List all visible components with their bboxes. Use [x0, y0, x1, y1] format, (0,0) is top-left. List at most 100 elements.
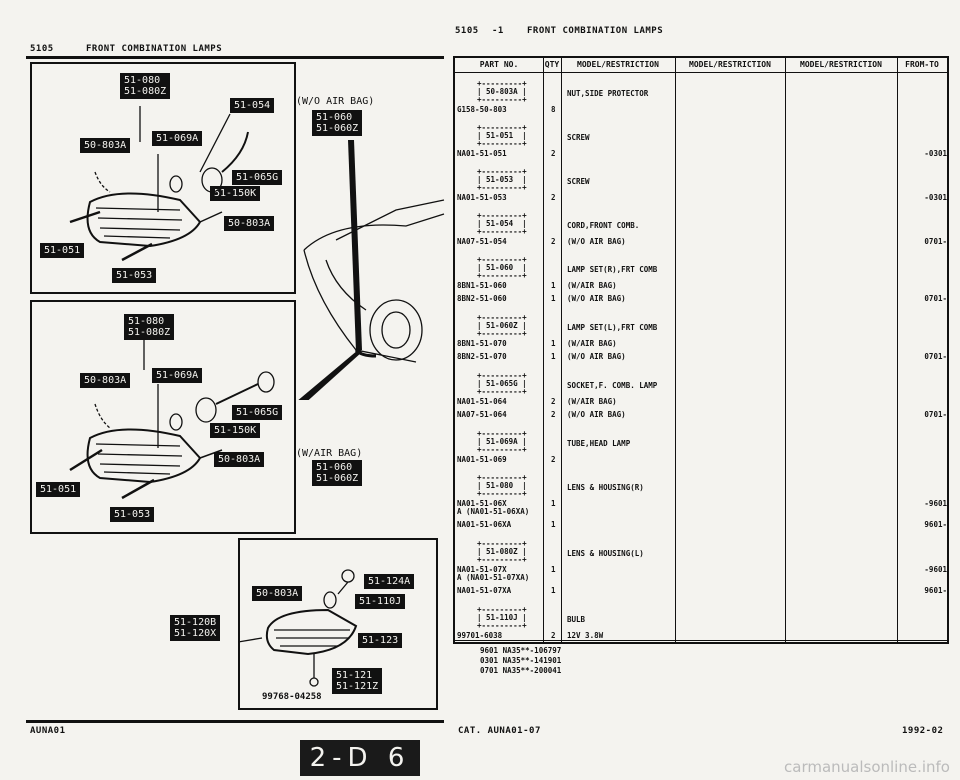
col-header-model-1: MODEL/RESTRICTION [577, 60, 659, 69]
diagram-panel-3 [238, 538, 438, 710]
label-51-121z: 51-121Z [336, 681, 379, 692]
alt-part: A (NA01-51-06XA) [457, 507, 530, 516]
label-51-060z: 51-060Z [316, 123, 359, 134]
label-51-060-group-1: 51-060 51-060Z [312, 110, 363, 136]
from-to-2: 9601- [924, 520, 947, 529]
label-51-080z-2: 51-080Z [128, 327, 171, 338]
label-51-054: 51-054 [230, 98, 275, 113]
part-number-2: NA01-51-06XA [457, 520, 512, 529]
label-51-123: 51-123 [358, 633, 403, 648]
watermark: carmanualsonline.info [784, 758, 950, 776]
from-to-2: 9601- [924, 586, 947, 595]
label-50-803a-right-2: 50-803A [214, 452, 265, 467]
qty: 1 [551, 565, 556, 574]
diagram-panel-1 [30, 62, 296, 294]
from-to: -0301 [924, 149, 947, 158]
description: LAMP SET(L),FRT COMB [567, 323, 658, 332]
car-drawing [298, 140, 445, 400]
qty: 1 [551, 339, 556, 348]
description-2: (W/AIR BAG) [567, 339, 617, 348]
qty: 2 [551, 397, 556, 406]
col-divider [561, 58, 562, 642]
col-header-qty: QTY [544, 60, 560, 69]
lamp-drawing-1 [69, 106, 249, 262]
from-to: -9601 [924, 499, 947, 508]
description-3: (W/O AIR BAG) [567, 352, 626, 361]
note-w-airbag: (W/AIR BAG) [296, 448, 363, 459]
label-51-121-group: 51-121 51-121Z [332, 668, 383, 694]
left-header-code: 5105 [30, 44, 54, 54]
footer-date: 1992-02 [902, 726, 944, 736]
diagram-panel-2 [30, 300, 296, 534]
description: CORD,FRONT COMB. [567, 221, 640, 230]
label-50-803a-right: 50-803A [224, 216, 275, 231]
part-number: NA01-51-07X [457, 565, 507, 574]
ref-box: +---------+ | 51-080Z | +---------+ [477, 539, 527, 564]
description-2: (W/O AIR BAG) [567, 237, 626, 246]
label-51-053: 51-053 [112, 268, 157, 283]
label-51-124a: 51-124A [364, 574, 415, 589]
part-number: G158-50-803 [457, 105, 507, 114]
label-51-065g-2: 51-065G [232, 405, 283, 420]
part-number: 99701-6038 [457, 631, 503, 640]
description-3: (W/O AIR BAG) [567, 410, 626, 419]
label-50-803a-left-2: 50-803A [80, 373, 131, 388]
ref-box: +---------+ | 51-054 | +---------+ [477, 211, 527, 236]
label-51-150k-2: 51-150K [210, 423, 261, 438]
part-number: NA01-51-053 [457, 193, 507, 202]
qty-2: 2 [551, 410, 556, 419]
label-51-060-2: 51-060 [316, 462, 353, 473]
from-to-2: 0701- [924, 352, 947, 361]
col-divider [785, 58, 786, 642]
left-header-rule [26, 56, 444, 59]
left-header-title: FRONT COMBINATION LAMPS [86, 44, 223, 54]
notes-divider [455, 640, 947, 641]
qty-2: 1 [551, 352, 556, 361]
ref-box: +---------+ | 51-053 | +---------+ [477, 167, 527, 192]
ref-box: +---------+ | 51-069A | +---------+ [477, 429, 527, 454]
from-to-2: 0701- [924, 410, 947, 419]
label-51-080-group-2: 51-080 51-080Z [124, 314, 175, 340]
alt-part: A (NA01-51-07XA) [457, 573, 530, 582]
note-wo-airbag: (W/O AIR BAG) [296, 96, 375, 107]
col-header-model-2: MODEL/RESTRICTION [689, 60, 771, 69]
qty: 8 [551, 105, 556, 114]
col-header-part-no: PART NO. [479, 60, 519, 69]
label-51-051: 51-051 [40, 243, 85, 258]
right-header-title: FRONT COMBINATION LAMPS [527, 26, 664, 36]
part-number-2: NA01-51-07XA [457, 586, 512, 595]
serial-note: 0301 NA35**-141901 [480, 656, 562, 665]
qty: 1 [551, 499, 556, 508]
col-divider [543, 58, 544, 642]
col-header-from-to: FROM-TO [905, 60, 939, 69]
label-51-060z-2: 51-060Z [316, 473, 359, 484]
description-2: 12V 3.8W [567, 631, 604, 640]
label-51-069a-2: 51-069A [152, 368, 203, 383]
label-51-120b: 51-120B [174, 617, 217, 628]
parts-table: PART NO. QTY MODEL/RESTRICTION MODEL/RES… [453, 56, 949, 644]
part-number-2: NA07-51-064 [457, 410, 507, 419]
from-to-2: 0701- [924, 294, 947, 303]
ref-box: +---------+ | 51-051 | +---------+ [477, 123, 527, 148]
label-51-053-2: 51-053 [110, 507, 155, 522]
ref-box: +---------+ | 50-803A | +---------+ [477, 79, 527, 104]
col-header-model-3: MODEL/RESTRICTION [800, 60, 882, 69]
qty: 2 [551, 455, 556, 464]
page-badge: 2-D 6 [300, 740, 420, 776]
qty: 2 [551, 193, 556, 202]
label-51-080-group: 51-080 51-080Z [120, 73, 171, 99]
part-number: NA01-51-064 [457, 397, 507, 406]
description: SCREW [567, 177, 590, 186]
description: TUBE,HEAD LAMP [567, 439, 631, 448]
label-51-080z: 51-080Z [124, 86, 167, 97]
label-51-120x: 51-120X [174, 628, 217, 639]
description: LENS & HOUSING(L) [567, 549, 644, 558]
left-footer-rule [26, 720, 444, 723]
left-footer-code: AUNA01 [30, 726, 66, 736]
ref-box: +---------+ | 51-080 | +---------+ [477, 473, 527, 498]
from-to: -0301 [924, 193, 947, 202]
part-number: NA07-51-054 [457, 237, 507, 246]
label-51-110j: 51-110J [355, 594, 406, 609]
label-51-060: 51-060 [316, 112, 353, 123]
part-number: NA01-51-051 [457, 149, 507, 158]
